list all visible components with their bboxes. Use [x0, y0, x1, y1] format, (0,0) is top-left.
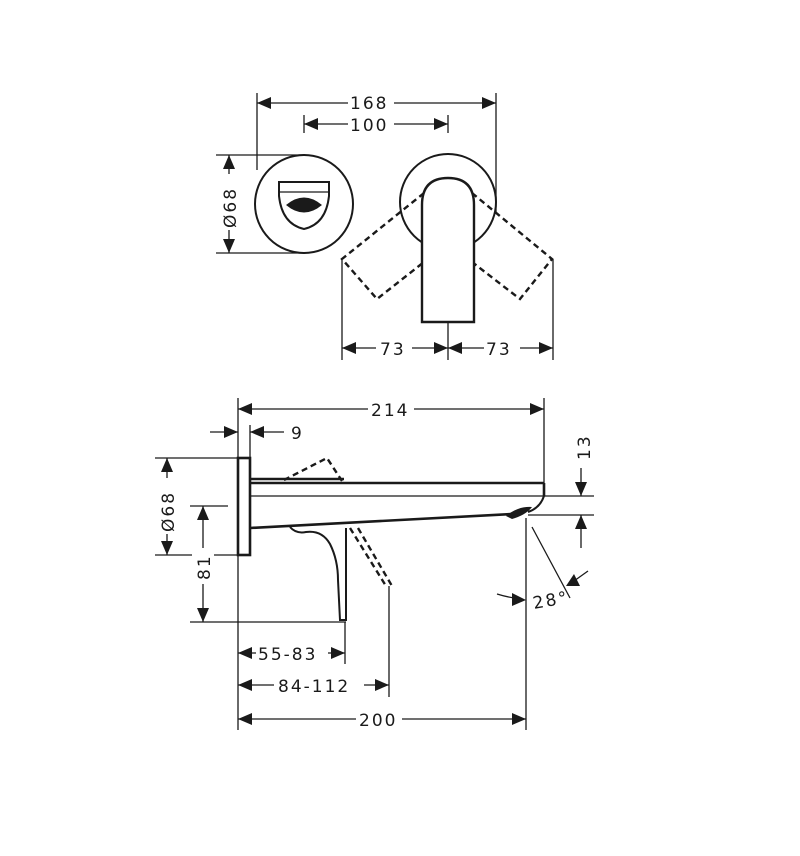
label-13: 13 [575, 434, 595, 460]
label-168: 168 [350, 94, 388, 114]
dim-handle-swing-left: 73 [342, 338, 448, 360]
label-84-112: 84-112 [278, 677, 350, 697]
spout [249, 456, 546, 530]
front-view: 168 100 Ø68 [216, 92, 554, 360]
label-100: 100 [350, 116, 388, 136]
dim-projection-total: 214 [238, 399, 544, 421]
dim-overall-width: 168 [257, 92, 496, 114]
dim-spout-reach: 200 [238, 709, 526, 731]
label-81: 81 [195, 554, 215, 580]
dim-handle-reach-open: 84-112 [238, 675, 389, 697]
dim-handle-swing-right: 73 [448, 338, 553, 360]
label-214: 214 [371, 401, 409, 421]
label-9: 9 [291, 424, 304, 444]
label-73-left: 73 [380, 340, 406, 360]
dim-handle-reach-closed: 55-83 [238, 643, 345, 665]
side-view: 214 9 [155, 398, 595, 731]
dim-center-distance: 100 [304, 114, 448, 136]
label-diam68-front: Ø68 [221, 187, 241, 228]
wall-rosette [236, 456, 252, 557]
dim-rosette-thickness: 9 [210, 424, 304, 444]
left-rosette [254, 154, 354, 254]
label-28deg: 28° [531, 588, 570, 614]
label-diam68-side: Ø68 [159, 491, 179, 532]
handle-lever [289, 526, 394, 621]
label-73-right: 73 [486, 340, 512, 360]
dim-rosette-diameter-side: Ø68 [155, 457, 238, 556]
dim-outlet-angle: 28° [496, 518, 589, 730]
label-200: 200 [359, 711, 397, 731]
right-rosette-handle [340, 153, 554, 324]
dim-spout-height: 13 [528, 434, 595, 548]
label-55-83: 55-83 [258, 645, 317, 665]
dim-outlet-height: 81 [190, 505, 346, 623]
dim-rosette-diameter-front: Ø68 [216, 154, 304, 254]
